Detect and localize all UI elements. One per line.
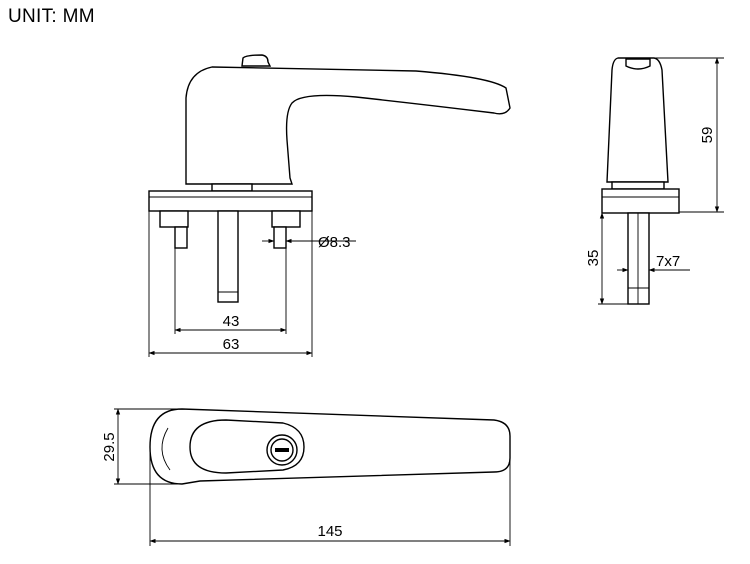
- top-view: 29.5 145: [101, 408, 511, 546]
- spindle-square-dimension: 7x7: [656, 253, 680, 270]
- height-dimension: 59: [699, 127, 716, 144]
- bolt-spacing-dimension: 43: [223, 313, 240, 330]
- base-width-dimension: 63: [223, 336, 240, 353]
- side-spindle: [627, 212, 650, 305]
- handle-lever-outline: [241, 54, 272, 67]
- left-bolt-post: [174, 226, 188, 249]
- spindle-front: [217, 210, 239, 303]
- unit-label: UNIT: MM: [8, 6, 95, 27]
- spindle-length-dimension: 35: [585, 250, 602, 267]
- front-view: Ø8.3 43 63: [148, 54, 511, 357]
- handle-neck: [211, 183, 253, 192]
- left-bolt-head: [159, 210, 189, 228]
- handle-lever-body: [185, 66, 511, 185]
- side-handle-body: [606, 57, 669, 183]
- side-handle-neck: [611, 181, 665, 190]
- key-slot-icon: [275, 448, 289, 452]
- side-view: 59 35 7x7: [585, 57, 724, 305]
- side-base-plate: [601, 188, 680, 214]
- bolt-hole-dimension: Ø8.3: [318, 234, 351, 251]
- right-bolt-post: [273, 226, 287, 249]
- side-handle-cap: [625, 58, 651, 70]
- base-plate: [148, 190, 313, 212]
- top-handle-inner-curve: [161, 427, 171, 471]
- handle-width-dimension: 29.5: [101, 432, 118, 461]
- handle-length-dimension: 145: [317, 523, 342, 540]
- right-bolt-head: [271, 210, 301, 228]
